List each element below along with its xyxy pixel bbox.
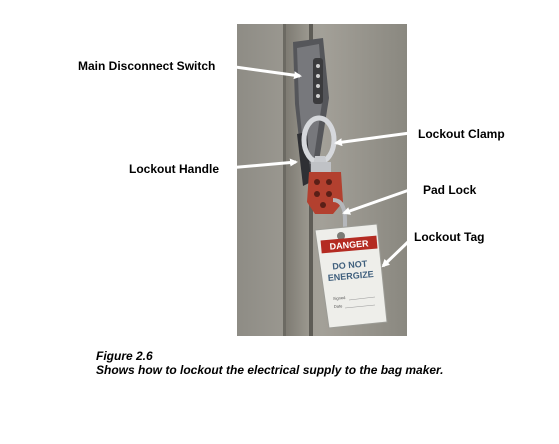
arrow-lockout-tag — [381, 238, 412, 268]
label-main-disconnect-switch: Main Disconnect Switch — [78, 59, 216, 73]
arrow-lockout-handle — [227, 158, 298, 170]
arrow-lockout-clamp — [334, 131, 411, 147]
tag-line-2: ENERGIZE — [327, 269, 374, 283]
label-lockout-handle: Lockout Handle — [129, 162, 220, 176]
figure-caption: Shows how to lockout the electrical supp… — [96, 363, 444, 377]
tag-field-date: Date — [334, 303, 344, 309]
label-lockout-tag: Lockout Tag — [414, 230, 485, 244]
figure-number: Figure 2.6 — [96, 349, 153, 363]
label-pad-lock: Pad Lock — [423, 183, 477, 197]
arrow-main-switch — [227, 64, 302, 80]
tag-header: DANGER — [329, 238, 369, 251]
tag-line-1: DO NOT — [332, 258, 368, 271]
arrow-pad-lock — [342, 187, 413, 215]
label-lockout-clamp: Lockout Clamp — [418, 127, 505, 141]
tag-field-signed: Signed — [333, 295, 346, 301]
lockout-photo: DANGER DO NOT ENERGIZE Signed Date — [237, 24, 407, 336]
